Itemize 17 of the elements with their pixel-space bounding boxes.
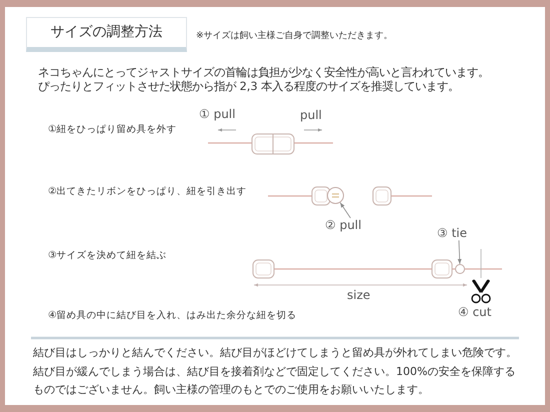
step-instruction: ①紐をひっぱり留め具を外す — [48, 124, 177, 136]
ribbon-end — [327, 187, 344, 204]
leader-line — [340, 202, 351, 218]
step-instruction: ②出てきたリボンをひっぱり、紐を引き出す — [48, 186, 247, 198]
step-instruction: ④留め具の中に結び目を入れ、はみ出た余分な紐を切る — [48, 310, 297, 322]
annotation-label: ④ cut — [458, 305, 492, 320]
intro-paragraph: ネコちゃんにとってジャストサイズの首輪は負担が少なく安全性が高いと言われています。ぴったりとフィットさせた状態から指が 2,3 本入る程度のサイズを推奨しています。 — [38, 66, 490, 94]
annotation-label: pull — [300, 108, 322, 122]
leader-line — [458, 240, 462, 264]
annotation-label: ① pull — [199, 107, 236, 122]
step-instruction: ③サイズを決めて紐を結ぶ — [48, 250, 167, 262]
title-banner: サイズの調整方法 — [26, 17, 187, 52]
dimension-label: size — [347, 288, 370, 302]
warning-paragraph: 結び目はしっかりと結んでください。結び目がほどけてしまうと留め具が外れてしまい危険です。結び目が緩んでしまう場合は、結び目を接着剤などで固定してください。100%の安全を保障するものではございません。飼い主様の管理のもとでのご使用をお願いいたします。 — [33, 345, 518, 398]
callout-label: ③ tie — [437, 226, 467, 240]
note-text: ※サイズは飼い主様ご自身で調整いただきます。 — [196, 30, 393, 42]
callout-label: ② pull — [325, 218, 362, 232]
